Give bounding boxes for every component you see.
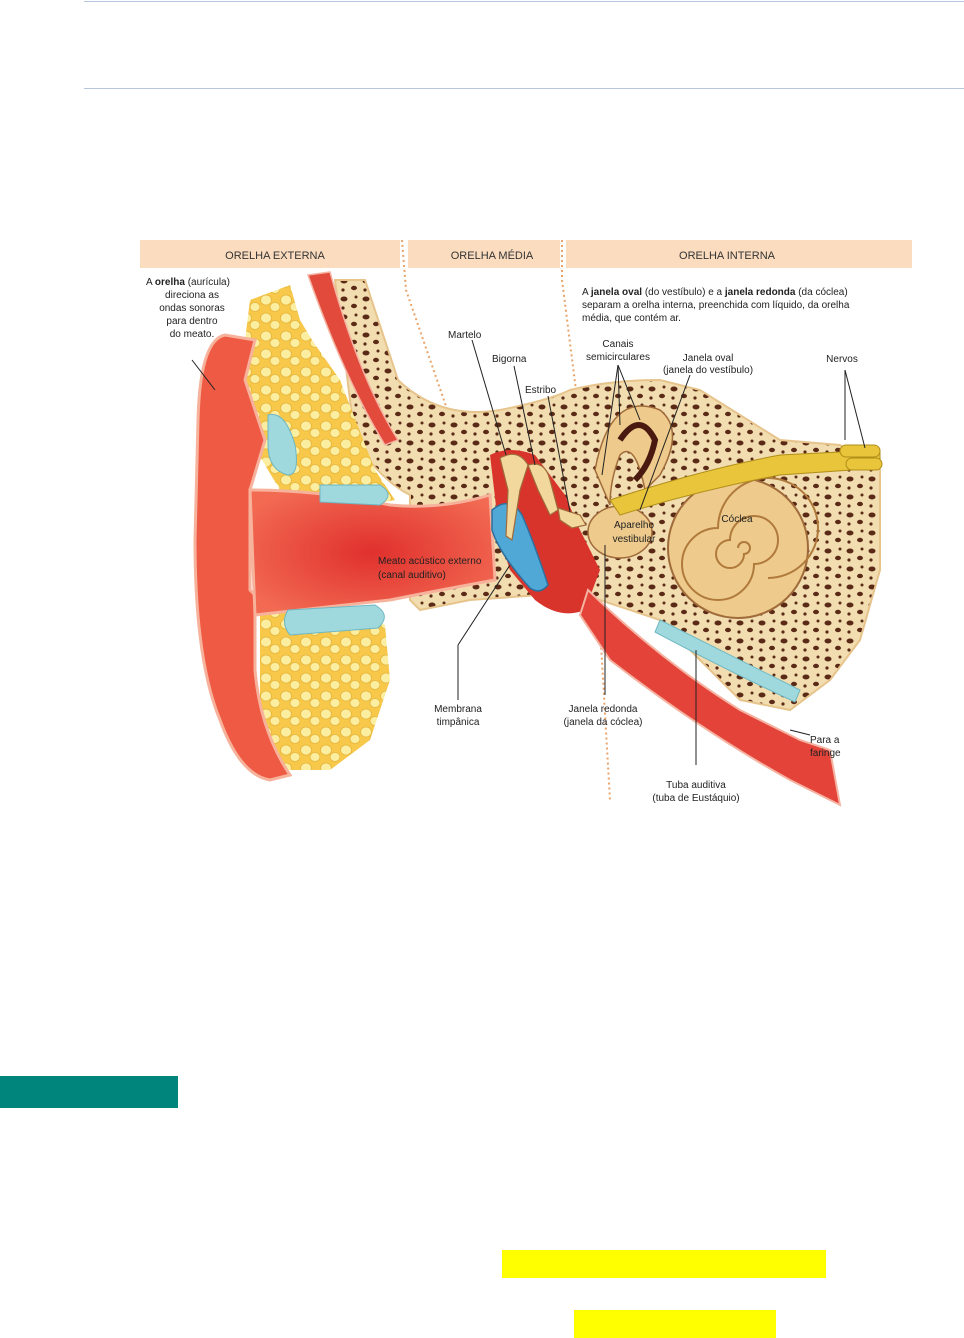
label-aparelho-2: vestibular [613,534,656,545]
ear-anatomy-figure: ORELHA EXTERNA ORELHA MÉDIA ORELHA INTER… [140,240,912,807]
semicircular-canals-inner [617,422,659,483]
label-nervos: Nervos [826,354,858,365]
outer-cartilage-lower [260,600,390,770]
note-windows-l3: média, que contém ar. [582,313,681,324]
label-aparelho-1: Aparelho [614,520,654,531]
note-windows-l1: A janela oval (do vestíbulo) e a janela … [582,287,848,298]
fluid-lower [284,604,385,636]
note-auricle-l1: A orelha (aurícula) [146,277,230,288]
band-middle [408,240,560,268]
label-martelo: Martelo [448,330,482,341]
label-tuba-1: Tuba auditiva [666,780,726,791]
label-tuba-2: (tuba de Eustáquio) [652,793,739,804]
note-auricle-l5: do meato. [170,329,214,340]
section-marker-bar [0,1076,178,1108]
label-estribo: Estribo [525,385,557,396]
label-bigorna: Bigorna [492,354,527,365]
highlight-bar [502,1250,826,1278]
label-faringe-2: faringe [810,748,841,759]
nerve-end-1 [839,444,881,458]
note-auricle-l4: para dentro [166,316,218,327]
label-janela-redonda-1: Janela redonda [569,704,638,715]
ossicle-malleus [499,453,529,542]
band-inner [566,240,912,268]
fluid-upper-1 [267,413,297,476]
label-canais-1: Canais [602,339,633,350]
fluid-upper-2 [319,484,389,506]
cochlea-spiral [681,477,819,601]
muscle-strip [306,271,400,446]
highlight-bar [574,1310,776,1338]
ossicle-incus [527,463,559,516]
note-auricle-l2: direciona as [165,290,219,301]
label-canais-2: semicirculares [586,352,650,363]
nerve-end-2 [845,457,883,471]
auricle [193,333,293,782]
divider-outer-middle [401,240,469,471]
section-inner: ORELHA INTERNA [679,250,776,262]
label-faringe-1: Para a [810,735,840,746]
section-outer: ORELHA EXTERNA [225,250,325,262]
auditory-tube [578,588,842,807]
label-membrana-1: Membrana [434,704,482,715]
header-rule-top [84,1,964,2]
band-outer [140,240,400,268]
label-meato-2: (canal auditivo) [378,570,446,581]
label-janela-oval-1: Janela oval [683,353,734,364]
label-meato-1: Meato acústico externo [378,556,482,567]
section-middle: ORELHA MÉDIA [451,249,534,262]
label-membrana-2: timpânica [437,717,480,728]
label-janela-redonda-2: (janela da cóclea) [564,717,643,728]
label-janela-oval-2: (janela do vestíbulo) [663,365,753,376]
label-coclea: Cóclea [721,514,753,525]
ossicle-stapes [557,507,587,529]
note-windows-l2: separam a orelha interna, preenchida com… [582,300,850,311]
leader-lines [191,339,866,765]
header-rule-bottom [84,88,964,89]
semicircular-canals [594,405,674,506]
tube-fluid [654,619,801,703]
note-auricle-l3: ondas sonoras [159,303,225,314]
